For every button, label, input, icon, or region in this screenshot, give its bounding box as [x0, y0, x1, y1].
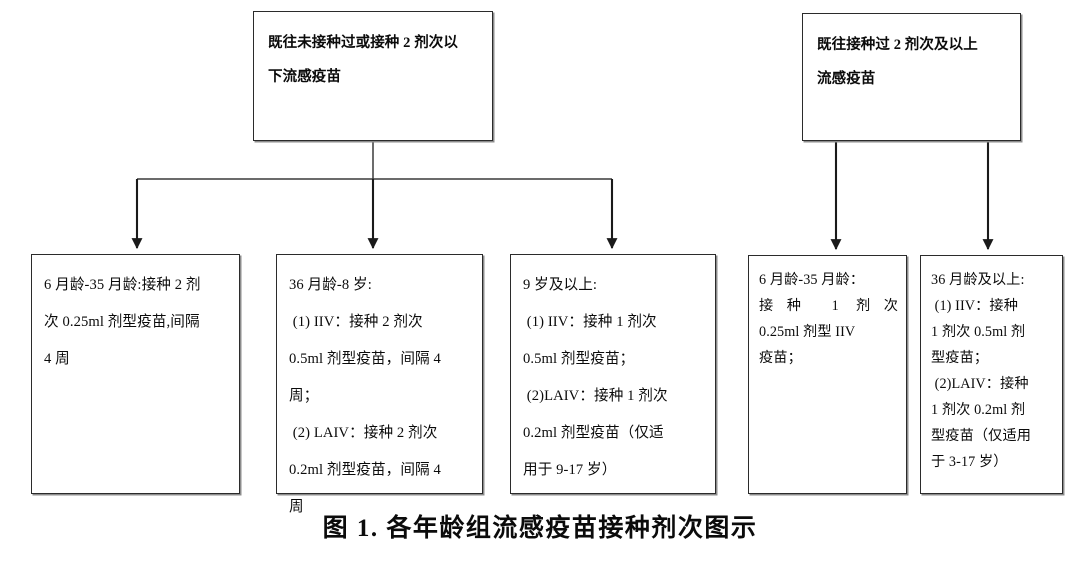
node-text-line: 0.5ml 剂型疫苗，间隔 4 [289, 351, 441, 367]
node-text-line: 型疫苗； [931, 350, 989, 366]
node-text-block: 36 月龄及以上: (1) IIV：接种 1 剂次 0.5ml 剂 型疫苗； (… [921, 256, 1062, 483]
node-age-9y-and-above-unvaccinated: 9 岁及以上: (1) IIV：接种 1 剂次 0.5ml 剂型疫苗； (2)L… [510, 254, 716, 494]
node-age-6m-35m-vaccinated: 6 月龄-35 月龄： 接种 1 剂次 0.25ml 剂型 IIV 疫苗； [748, 255, 907, 494]
node-previously-vaccinated-2-or-more-doses: 既往接种过 2 剂次及以上 流感疫苗 [802, 13, 1021, 141]
node-text-line: 接种 1 剂次 [759, 298, 898, 314]
node-age-36m-and-above-vaccinated: 36 月龄及以上: (1) IIV：接种 1 剂次 0.5ml 剂 型疫苗； (… [920, 255, 1063, 494]
node-text-line: 6 月龄-35 月龄:接种 2 剂 [44, 277, 201, 293]
node-text-line: (2) LAIV：接种 2 剂次 [289, 425, 438, 441]
node-text-line: (1) IIV：接种 [931, 298, 1018, 314]
node-text-block: 既往未接种过或接种 2 剂次以 下流感疫苗 [254, 12, 492, 102]
node-text-line: 下流感疫苗 [268, 69, 341, 85]
node-previously-unvaccinated-or-fewer-than-2-doses: 既往未接种过或接种 2 剂次以 下流感疫苗 [253, 11, 493, 141]
node-text-line: 于 3-17 岁） [931, 454, 1008, 470]
node-text-line: 用于 9-17 岁） [523, 462, 617, 478]
node-text-line: 36 月龄及以上: [931, 272, 1025, 288]
node-text-block: 36 月龄-8 岁: (1) IIV：接种 2 剂次 0.5ml 剂型疫苗，间隔… [277, 255, 482, 534]
node-text-line: 0.2ml 剂型疫苗（仅适 [523, 425, 664, 441]
node-text-line: 既往未接种过或接种 2 剂次以 [268, 35, 458, 51]
node-text-line: 既往接种过 2 剂次及以上 [817, 37, 978, 53]
node-text-line: 36 月龄-8 岁: [289, 277, 372, 293]
node-text-line: (2)LAIV：接种 [931, 376, 1029, 392]
node-text-line: 周 [289, 499, 304, 515]
node-text-line: 6 月龄-35 月龄： [759, 272, 865, 288]
node-text-line: 4 周 [44, 351, 70, 367]
node-text-line: 9 岁及以上: [523, 277, 598, 293]
node-text-line: 周； [289, 388, 319, 404]
node-text-line: 疫苗； [759, 350, 802, 366]
node-text-line: 0.2ml 剂型疫苗，间隔 4 [289, 462, 441, 478]
node-text-block: 9 岁及以上: (1) IIV：接种 1 剂次 0.5ml 剂型疫苗； (2)L… [511, 255, 715, 497]
node-text-line: (1) IIV：接种 1 剂次 [523, 314, 657, 330]
node-text-line: 1 剂次 0.5ml 剂 [931, 324, 1026, 340]
node-age-36m-8y-unvaccinated: 36 月龄-8 岁: (1) IIV：接种 2 剂次 0.5ml 剂型疫苗，间隔… [276, 254, 483, 515]
node-age-6m-35m-unvaccinated: 6 月龄-35 月龄:接种 2 剂 次 0.25ml 剂型疫苗,间隔 4 周 [31, 254, 240, 494]
node-text-line: (2)LAIV：接种 1 剂次 [523, 388, 668, 404]
node-text-line: 0.5ml 剂型疫苗； [523, 351, 635, 367]
node-text-line: 流感疫苗 [817, 71, 876, 87]
node-text-line: 型疫苗（仅适用 [931, 428, 1032, 444]
node-text-line: 1 剂次 0.2ml 剂 [931, 402, 1026, 418]
node-text-line: 次 0.25ml 剂型疫苗,间隔 [44, 314, 200, 330]
figure-caption: 图 1. 各年龄组流感疫苗接种剂次图示 [322, 515, 758, 542]
node-text-block: 6 月龄-35 月龄:接种 2 剂 次 0.25ml 剂型疫苗,间隔 4 周 [32, 255, 239, 386]
node-text-block: 既往接种过 2 剂次及以上 流感疫苗 [803, 14, 1020, 104]
node-text-line: 0.25ml 剂型 IIV [759, 324, 856, 340]
node-text-block: 6 月龄-35 月龄： 接种 1 剂次 0.25ml 剂型 IIV 疫苗； [749, 256, 906, 379]
node-text-line: (1) IIV：接种 2 剂次 [289, 314, 423, 330]
